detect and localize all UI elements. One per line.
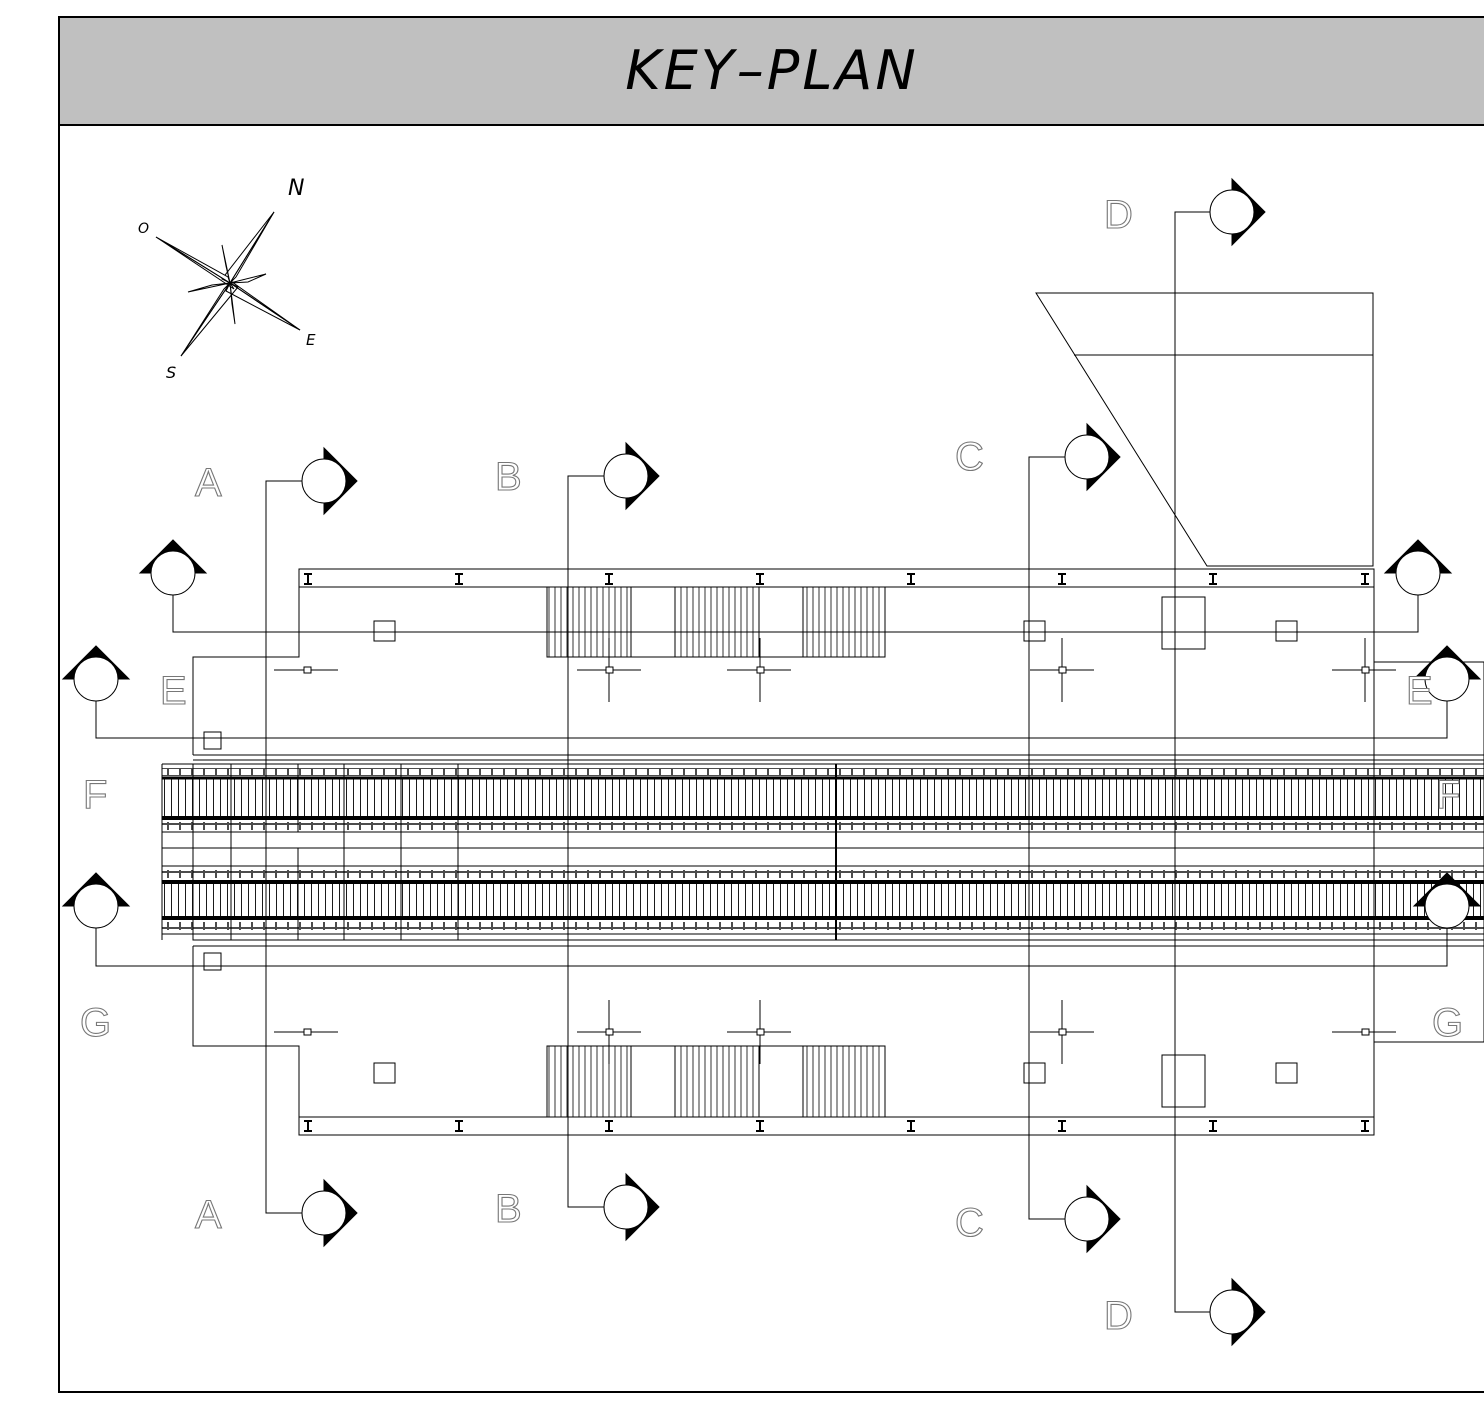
- section-label-f-right: F: [1436, 773, 1460, 817]
- section-label-e-left: E: [160, 669, 187, 713]
- lower-platform: [192, 946, 1396, 1136]
- page-title: KEY–PLAN: [625, 39, 919, 102]
- railway-tracks: [161, 661, 1484, 1043]
- upper-platform: [192, 568, 1396, 755]
- section-label-f-left: F: [83, 773, 107, 817]
- upper-building-outline: [1035, 292, 1374, 567]
- section-label-c-top: C: [955, 435, 984, 479]
- section-label-g-right: G: [1432, 1001, 1463, 1045]
- section-lines: [95, 211, 1448, 1313]
- section-label-b-top: B: [495, 455, 522, 499]
- section-label-a-bottom: A: [195, 1193, 222, 1237]
- section-label-e-right: E: [1406, 669, 1433, 713]
- section-label-g-left: G: [80, 1001, 111, 1045]
- compass-east-label: E: [306, 331, 316, 349]
- compass-south-label: S: [166, 363, 176, 382]
- section-label-c-bottom: C: [955, 1201, 984, 1245]
- key-plan-frame: KEY–PLAN: [58, 16, 1484, 1393]
- section-label-b-bottom: B: [495, 1187, 522, 1231]
- section-label-d-top: D: [1104, 193, 1133, 237]
- compass-north-label: N: [288, 176, 304, 201]
- compass-rose-icon: N E S O: [138, 176, 316, 382]
- title-bar: KEY–PLAN: [60, 18, 1484, 126]
- column-marker-icon: [274, 638, 1396, 702]
- column-marker-icon: [274, 1000, 1396, 1064]
- section-label-a-top: A: [195, 461, 222, 505]
- section-label-d-bottom: D: [1104, 1294, 1133, 1338]
- section-marker-icon: [61, 177, 1482, 1347]
- compass-west-label: O: [138, 221, 149, 237]
